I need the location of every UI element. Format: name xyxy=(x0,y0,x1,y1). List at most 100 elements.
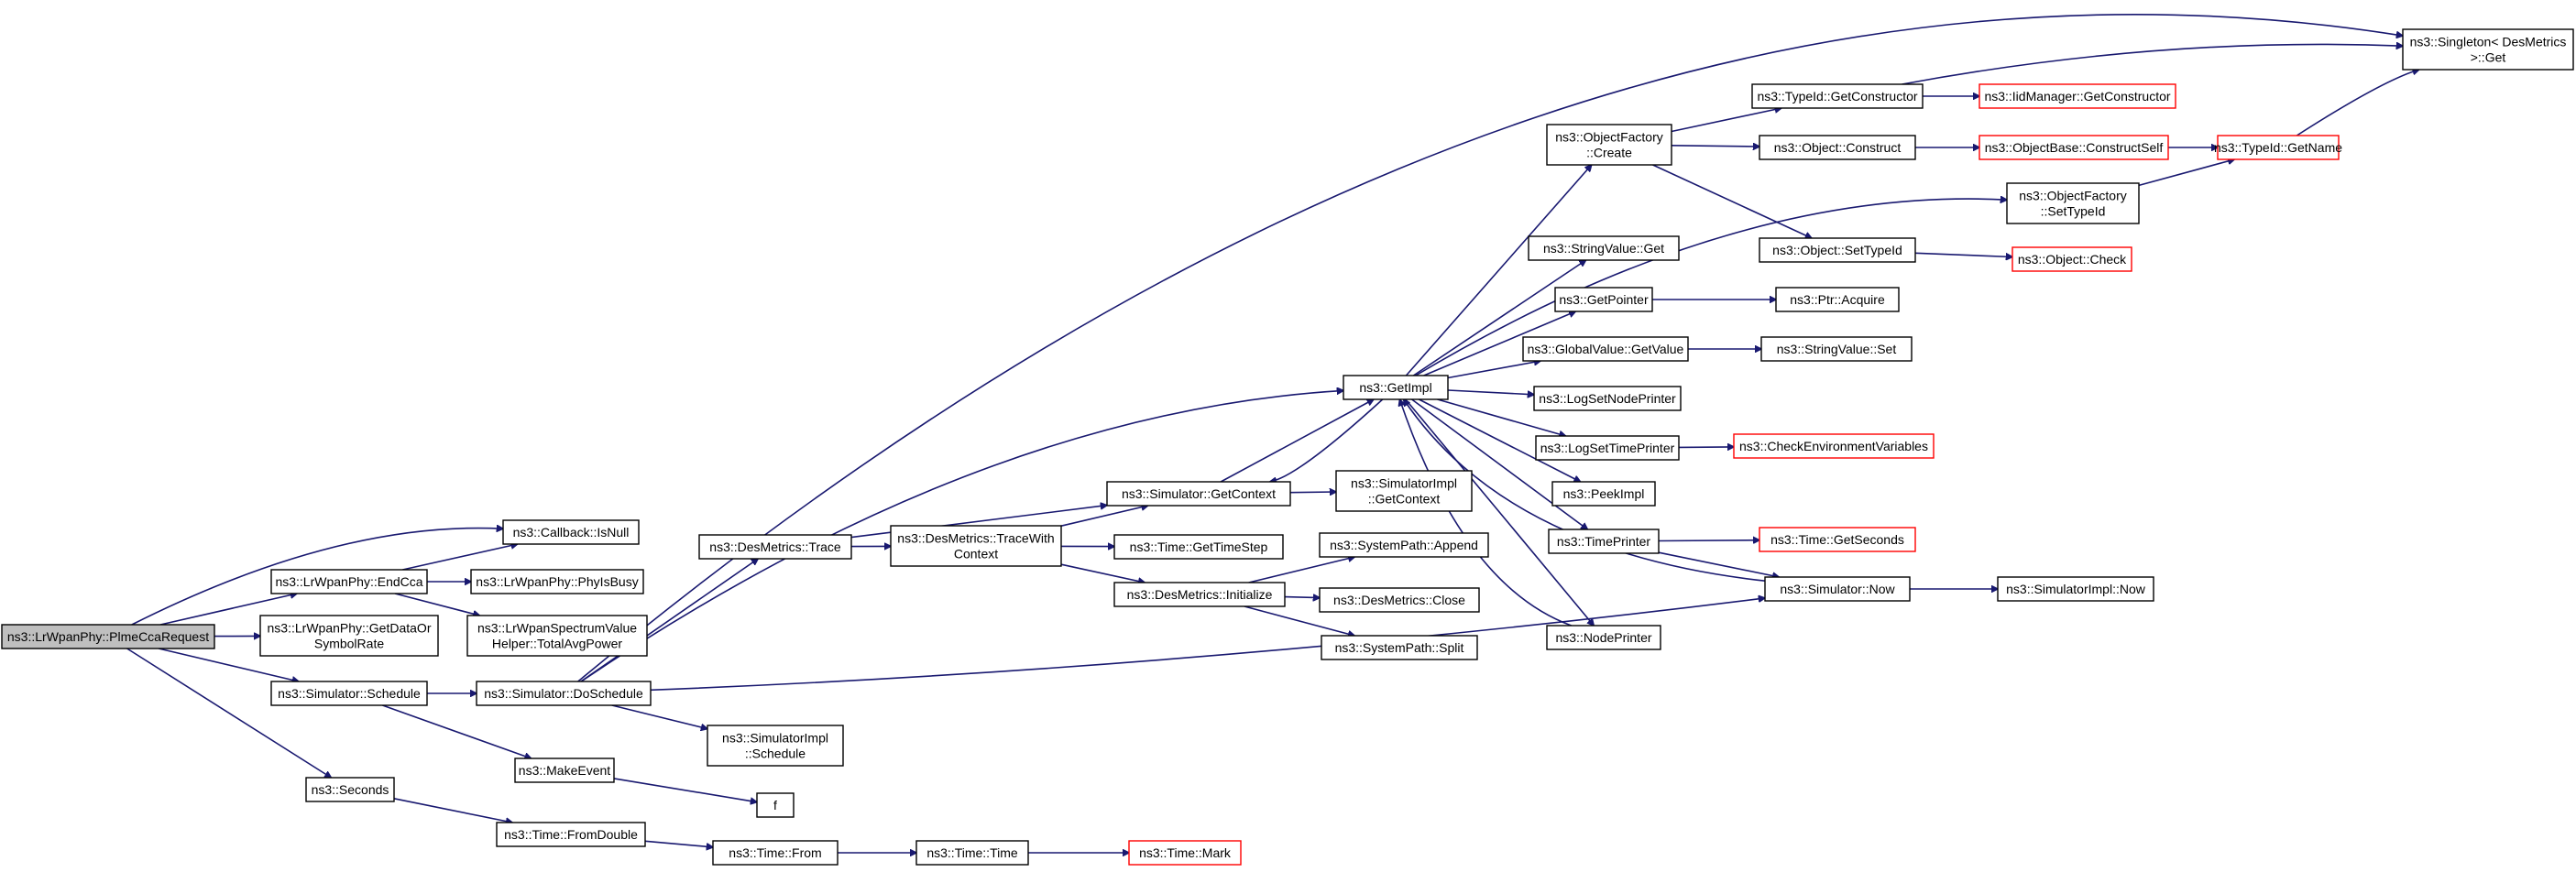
node-f[interactable]: f xyxy=(756,792,795,818)
node-box xyxy=(756,792,795,818)
edge-root-to-seconds xyxy=(126,648,332,778)
node-timemark[interactable]: ns3::Time::Mark xyxy=(1128,840,1242,866)
node-gvget[interactable]: ns3::GlobalValue::GetValue xyxy=(1522,336,1689,362)
edges-layer xyxy=(126,14,2419,853)
node-label: ns3::Simulator::GetContext xyxy=(1122,486,1276,501)
node-dminit[interactable]: ns3::DesMetrics::Initialize xyxy=(1113,582,1286,607)
node-label: ns3::CheckEnvironmentVariables xyxy=(1739,439,1928,453)
node-label: ns3::Callback::IsNull xyxy=(513,525,630,540)
node-lognode[interactable]: ns3::LogSetNodePrinter xyxy=(1533,386,1682,411)
node-box xyxy=(698,534,852,560)
node-implctx[interactable]: ns3::SimulatorImpl::GetContext xyxy=(1335,470,1473,512)
edge-getimpl-to-lognode xyxy=(1447,389,1534,395)
node-getseconds[interactable]: ns3::Time::GetSeconds xyxy=(1759,527,1916,552)
node-implsched[interactable]: ns3::SimulatorImpl::Schedule xyxy=(707,725,844,767)
node-box xyxy=(1321,635,1478,660)
edge-getimpl-to-nodeprinter xyxy=(1405,398,1594,626)
node-label: ns3::SimulatorImpl xyxy=(722,731,828,746)
node-dosched[interactable]: ns3::Simulator::DoSchedule xyxy=(476,681,652,706)
edge-getcontext-to-getimpl xyxy=(1220,399,1374,483)
node-getimpl[interactable]: ns3::GetImpl xyxy=(1343,375,1449,400)
node-box xyxy=(1759,237,1916,263)
node-box xyxy=(476,681,652,706)
node-makeevent[interactable]: ns3::MakeEvent xyxy=(514,758,615,783)
node-box xyxy=(1551,481,1656,507)
node-label: ns3::Simulator::Schedule xyxy=(278,686,421,701)
edge-dminit-to-spsplit xyxy=(1244,605,1354,636)
edge-timeprinter-to-getseconds xyxy=(1658,540,1759,541)
node-box xyxy=(1335,470,1473,512)
node-getcontext[interactable]: ns3::Simulator::GetContext xyxy=(1106,481,1291,507)
node-label: ns3::Object::Construct xyxy=(1774,140,1902,155)
edge-seconds-to-fromdouble xyxy=(393,798,512,823)
node-box xyxy=(1548,529,1660,554)
node-box xyxy=(1733,433,1935,459)
node-obconstruct[interactable]: ns3::ObjectBase::ConstructSelf xyxy=(1979,135,2169,160)
nodes-layer: ns3::LrWpanPhy::PlmeCcaRequest ns3::Callb… xyxy=(1,28,2574,866)
node-svget[interactable]: ns3::StringValue::Get xyxy=(1528,235,1680,261)
edge-dmtrace-to-getcontext xyxy=(850,506,1107,539)
node-label: f xyxy=(773,798,777,812)
node-spsplit[interactable]: ns3::SystemPath::Split xyxy=(1321,635,1478,660)
node-timeprinter[interactable]: ns3::TimePrinter xyxy=(1548,529,1660,554)
node-timefrom[interactable]: ns3::Time::From xyxy=(712,840,839,866)
node-ofsettid[interactable]: ns3::ObjectFactory::SetTypeId xyxy=(2006,182,2140,224)
node-label: ns3::DesMetrics::Initialize xyxy=(1127,587,1273,602)
node-implnow[interactable]: ns3::SimulatorImpl::Now xyxy=(1997,576,2154,602)
node-tidname[interactable]: ns3::TypeId::GetName xyxy=(2214,135,2342,160)
node-box xyxy=(1764,576,1911,602)
node-box xyxy=(1759,527,1916,552)
node-box xyxy=(502,519,640,545)
node-checkenv[interactable]: ns3::CheckEnvironmentVariables xyxy=(1733,433,1935,459)
node-box xyxy=(1528,235,1680,261)
edge-getimpl-to-ofsettid xyxy=(1415,199,2007,376)
edge-simsched-to-makeevent xyxy=(382,704,531,758)
node-logtime[interactable]: ns3::LogSetTimePrinter xyxy=(1535,435,1680,461)
node-box xyxy=(1319,587,1480,613)
node-peekimpl[interactable]: ns3::PeekImpl xyxy=(1551,481,1656,507)
node-box xyxy=(1760,336,1913,362)
node-box xyxy=(1979,135,2169,160)
node-label: ns3::LogSetNodePrinter xyxy=(1539,391,1676,406)
node-dmtrace[interactable]: ns3::DesMetrics::Trace xyxy=(698,534,852,560)
node-simsched[interactable]: ns3::Simulator::Schedule xyxy=(270,681,428,706)
node-label: ns3::IidManager::GetConstructor xyxy=(1984,89,2170,104)
node-cbnull[interactable]: ns3::Callback::IsNull xyxy=(502,519,640,545)
node-box xyxy=(470,569,644,594)
node-objcheck[interactable]: ns3::Object::Check xyxy=(2011,246,2132,272)
node-tidctor[interactable]: ns3::TypeId::GetConstructor xyxy=(1751,83,1924,109)
node-totavg[interactable]: ns3::LrWpanSpectrumValueHelper::TotalAvg… xyxy=(466,615,648,657)
node-iidctor[interactable]: ns3::IidManager::GetConstructor xyxy=(1979,83,2176,109)
node-timetime[interactable]: ns3::Time::Time xyxy=(915,840,1029,866)
node-svset[interactable]: ns3::StringValue::Set xyxy=(1760,336,1913,362)
edge-getimpl-to-peekimpl xyxy=(1419,398,1580,482)
node-label: ns3::Object::SetTypeId xyxy=(1772,243,1902,257)
node-label: ns3::ObjectFactory xyxy=(1555,130,1663,145)
node-label: ::SetTypeId xyxy=(2041,204,2106,219)
edge-fromdouble-to-timefrom xyxy=(644,840,713,847)
edge-endcca-to-cbnull xyxy=(402,544,517,571)
node-seconds[interactable]: ns3::Seconds xyxy=(305,777,395,802)
node-endcca[interactable]: ns3::LrWpanPhy::EndCca xyxy=(270,569,428,594)
node-ptracquire[interactable]: ns3::Ptr::Acquire xyxy=(1775,287,1900,312)
node-nodeprinter[interactable]: ns3::NodePrinter xyxy=(1546,625,1661,650)
node-timestep[interactable]: ns3::Time::GetTimeStep xyxy=(1113,534,1284,560)
node-singleton[interactable]: ns3::Singleton< DesMetrics >::Get xyxy=(2402,28,2574,71)
node-ofcreate[interactable]: ns3::ObjectFactory::Create xyxy=(1546,124,1672,166)
node-objsettid[interactable]: ns3::Object::SetTypeId xyxy=(1759,237,1916,263)
node-label: ns3::ObjectBase::ConstructSelf xyxy=(1985,140,2164,155)
node-dmclose[interactable]: ns3::DesMetrics::Close xyxy=(1319,587,1480,613)
node-spappend[interactable]: ns3::SystemPath::Append xyxy=(1319,532,1489,558)
node-label: ns3::MakeEvent xyxy=(519,763,610,778)
node-getpointer[interactable]: ns3::GetPointer xyxy=(1554,287,1653,312)
node-root: ns3::LrWpanPhy::PlmeCcaRequest xyxy=(1,624,215,649)
node-fromdouble[interactable]: ns3::Time::FromDouble xyxy=(496,822,646,847)
node-simnow[interactable]: ns3::Simulator::Now xyxy=(1764,576,1911,602)
node-phybusy[interactable]: ns3::LrWpanPhy::PhyIsBusy xyxy=(470,569,644,594)
node-objconstruct[interactable]: ns3::Object::Construct xyxy=(1759,135,1916,160)
node-label: ns3::SimulatorImpl xyxy=(1351,476,1457,491)
node-label: ns3::SystemPath::Append xyxy=(1330,538,1478,552)
